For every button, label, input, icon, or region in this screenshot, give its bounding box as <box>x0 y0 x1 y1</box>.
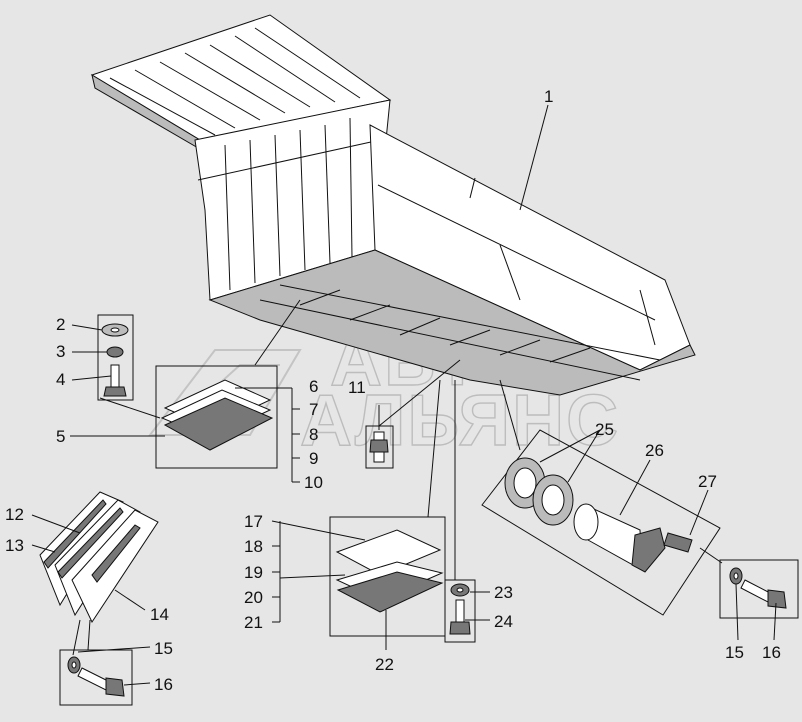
grease-fitting-group <box>365 359 461 469</box>
fastener-group-bottom-left <box>59 619 151 706</box>
callout-3: 3 <box>56 342 65 361</box>
callout-4: 4 <box>56 370 65 389</box>
callout-12: 12 <box>5 505 24 524</box>
callout-25: 25 <box>595 420 614 439</box>
callout-27: 27 <box>698 472 717 491</box>
callout-5: 5 <box>56 427 65 446</box>
callout-8: 8 <box>309 425 318 444</box>
pad-group-front <box>70 299 301 483</box>
fastener-group-bottom-right <box>699 547 799 641</box>
fastener-group-left <box>71 314 134 401</box>
callout-6: 6 <box>309 377 318 396</box>
callout-2: 2 <box>56 315 65 334</box>
callout-23: 23 <box>494 583 513 602</box>
callout-9: 9 <box>309 449 318 468</box>
shim-plates <box>31 491 159 624</box>
callout-20: 20 <box>244 588 263 607</box>
callout-19: 19 <box>244 563 263 582</box>
callout-26: 26 <box>645 441 664 460</box>
callout-15-right: 15 <box>725 643 744 662</box>
callout-16-right: 16 <box>762 643 781 662</box>
callout-16-left: 16 <box>154 675 173 694</box>
callout-10: 10 <box>304 473 323 492</box>
callout-7: 7 <box>309 400 318 419</box>
callout-24: 24 <box>494 612 513 631</box>
callout-1: 1 <box>544 87 553 106</box>
pad-group-rear <box>271 379 446 650</box>
fastener-group-center <box>444 380 490 643</box>
callout-13: 13 <box>5 536 24 555</box>
callout-15-left: 15 <box>154 639 173 658</box>
callout-22: 22 <box>375 655 394 674</box>
callout-14: 14 <box>150 605 169 624</box>
callout-21: 21 <box>244 613 263 632</box>
callout-18: 18 <box>244 537 263 556</box>
dump-body <box>90 14 696 396</box>
callout-11: 11 <box>348 378 366 397</box>
callout-17: 17 <box>244 512 263 531</box>
pivot-pin-group <box>481 379 721 616</box>
